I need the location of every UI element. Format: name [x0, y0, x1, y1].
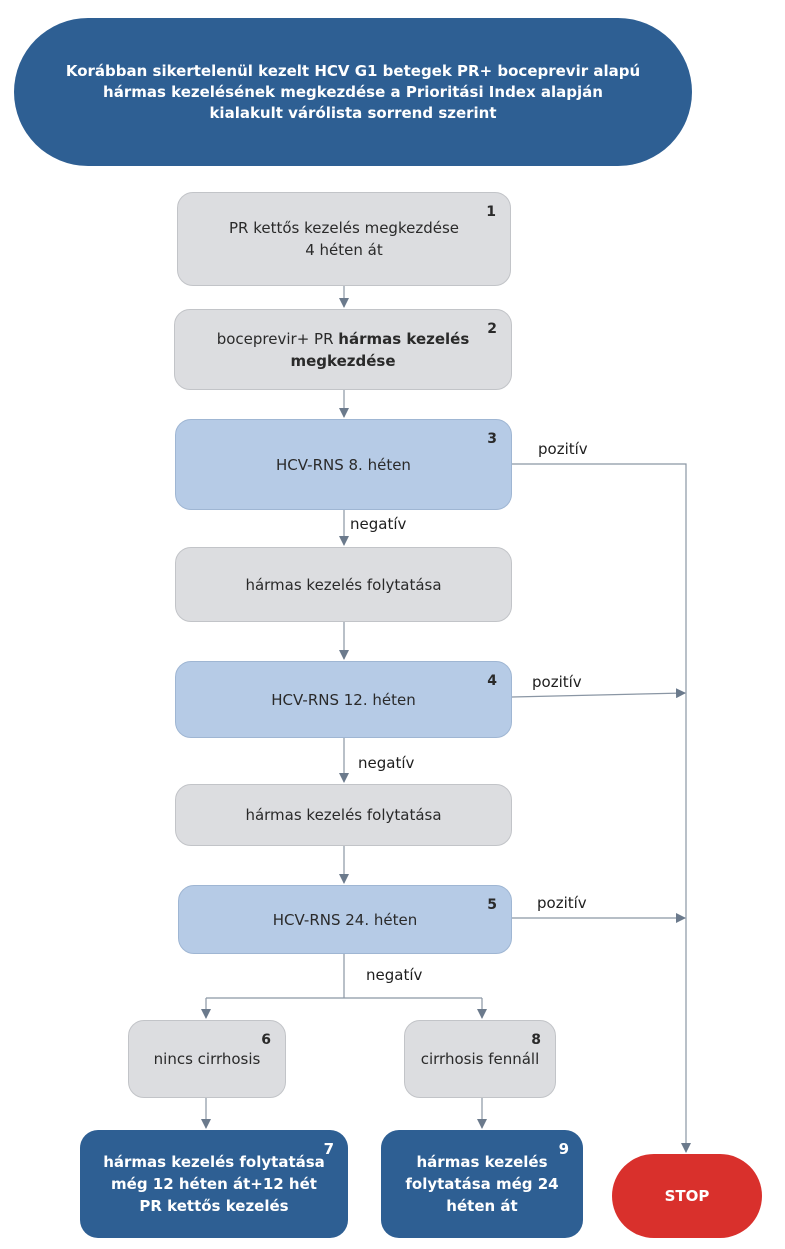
step-7-line3: PR kettős kezelés — [139, 1197, 289, 1215]
step-2-number: 2 — [487, 321, 497, 337]
step-7-line1: hármas kezelés folytatása — [103, 1153, 325, 1171]
step-5-number: 5 — [487, 897, 497, 913]
step-1-line2: 4 héten át — [305, 241, 383, 259]
step-1-number: 1 — [486, 204, 496, 220]
step-5-text: HCV-RNS 24. héten — [272, 910, 418, 929]
header-title-line3: kialakult várólista sorrend szerint — [209, 103, 497, 122]
step-1-box: 1 PR kettős kezelés megkezdése 4 héten á… — [177, 192, 511, 286]
header-title-line1: Korábban sikertelenül kezelt HCV G1 bete… — [65, 61, 641, 80]
step-3-positive-label: pozitív — [538, 440, 588, 458]
step-4-box: 4 HCV-RNS 12. héten — [175, 661, 512, 738]
step-2-text-plain: boceprevir+ PR — [216, 329, 339, 348]
step-2-text-bold1: hármas kezelés — [338, 329, 470, 348]
step-9-number: 9 — [558, 1140, 569, 1158]
step-8-box: 8 cirrhosis fennáll — [404, 1020, 556, 1098]
step-9-box: 9 hármas kezelés folytatása még 24 héten… — [381, 1130, 583, 1238]
step-7-box: 7 hármas kezelés folytatása még 12 héten… — [80, 1130, 348, 1238]
step-8-number: 8 — [531, 1032, 541, 1048]
step-5-negative-label: negatív — [366, 966, 423, 984]
step-7-number: 7 — [323, 1140, 334, 1158]
step-8-text: cirrhosis fennáll — [420, 1050, 540, 1068]
step-6-text: nincs cirrhosis — [153, 1050, 261, 1068]
continue-box-1: hármas kezelés folytatása — [175, 547, 512, 622]
step-9-line3: héten át — [446, 1197, 518, 1215]
continue-box-2: hármas kezelés folytatása — [175, 784, 512, 846]
step-3-text: HCV-RNS 8. héten — [276, 455, 411, 474]
step-1-line1: PR kettős kezelés megkezdése — [228, 219, 459, 237]
stop-text: STOP — [664, 1187, 710, 1205]
step-6-box: 6 nincs cirrhosis — [128, 1020, 286, 1098]
step-5-positive-label: pozitív — [537, 894, 587, 912]
arrow-4-right — [511, 688, 686, 699]
step-7-line2: még 12 héten át+12 hét — [111, 1175, 317, 1193]
step-3-negative-label: negatív — [350, 515, 407, 533]
continue-2-text: hármas kezelés folytatása — [245, 806, 442, 824]
step-5-box: 5 HCV-RNS 24. héten — [178, 885, 512, 954]
step-4-number: 4 — [487, 673, 497, 689]
step-9-line1: hármas kezelés — [416, 1153, 548, 1171]
line-3-to-stop — [512, 463, 691, 1153]
step-2-text-bold2: megkezdése — [290, 351, 396, 370]
step-4-negative-label: negatív — [358, 754, 415, 772]
step-4-positive-label: pozitív — [532, 673, 582, 691]
step-2-box: 2 boceprevir+ PR hármas kezelés megkezdé… — [174, 309, 512, 390]
step-3-box: 3 HCV-RNS 8. héten — [175, 419, 512, 510]
stop-node: STOP — [612, 1154, 762, 1238]
continue-1-text: hármas kezelés folytatása — [245, 575, 442, 594]
step-6-number: 6 — [261, 1032, 271, 1048]
step-9-line2: folytatása még 24 — [405, 1175, 559, 1193]
step-4-text: HCV-RNS 12. héten — [271, 690, 416, 709]
header-start-node: Korábban sikertelenül kezelt HCV G1 bete… — [14, 18, 692, 166]
step-3-number: 3 — [487, 431, 497, 447]
header-title-line2: hármas kezelésének megkezdése a Prioritá… — [103, 82, 603, 101]
